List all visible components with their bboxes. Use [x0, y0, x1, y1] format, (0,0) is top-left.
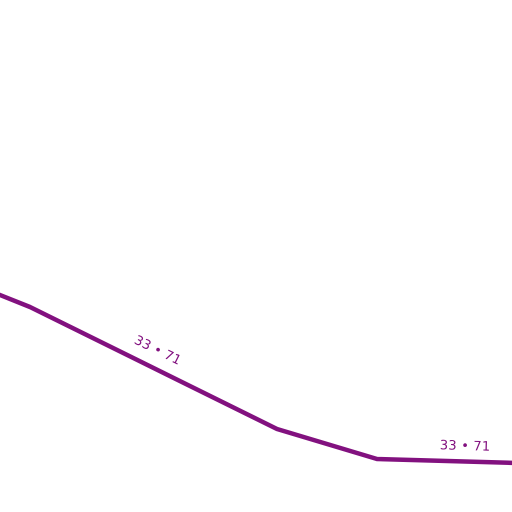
route-label-lower: 33 • 71	[440, 438, 491, 454]
route-33-71-line[interactable]	[0, 292, 512, 466]
